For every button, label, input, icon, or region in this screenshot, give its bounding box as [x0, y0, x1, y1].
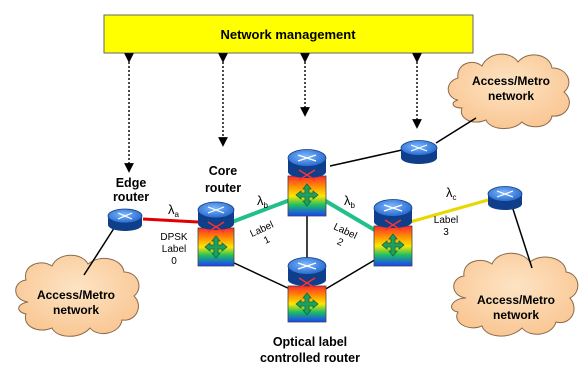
svg-text:λb: λb: [344, 193, 356, 210]
network-links: [83, 117, 533, 291]
lambda-subscript-a: a: [175, 210, 180, 219]
edge-router-label-line2: router: [113, 190, 149, 204]
lambda-subscript-b-right: b: [351, 201, 356, 210]
network-management-title: Network management: [220, 27, 356, 42]
link-core-to-optical-bottom: [231, 261, 293, 291]
lambda-subscript-b-left: b: [264, 201, 269, 210]
svg-text:λb: λb: [257, 193, 269, 210]
switch-arrows-icon: [381, 233, 405, 257]
lambda-symbol: λ: [257, 193, 264, 208]
label-2-line1: Label: [332, 222, 359, 242]
dpsk-label-line3: 0: [171, 256, 177, 267]
lambda-symbol: λ: [344, 193, 351, 208]
edge-router-label-line1: Edge: [116, 176, 147, 190]
switch-arrows-icon: [295, 183, 319, 207]
link-green-optical-to-right: [322, 198, 380, 234]
core-router-label-line1: Core: [209, 164, 238, 178]
label-2: Label 2: [332, 222, 359, 249]
lambda-symbol: λ: [446, 185, 453, 200]
access-router-top-right[interactable]: [400, 140, 438, 165]
link-edge-to-cloud: [83, 221, 119, 276]
access-metro-cloud-top-right: Access/Metro network: [447, 53, 570, 129]
svg-text:λa: λa: [168, 202, 180, 219]
router-arrows-icon: [297, 154, 317, 162]
optical-router-right[interactable]: [373, 199, 413, 267]
link-edge3-to-cloud: [511, 205, 533, 269]
router-arrows-icon: [207, 206, 225, 214]
cross-mark-icon: [298, 277, 316, 289]
switch-arrows-icon: [204, 235, 228, 259]
lambda-subscript-c: c: [453, 193, 457, 202]
router-arrows-icon: [383, 204, 403, 212]
access-metro-cloud-bottom-left: Access/Metro network: [15, 254, 140, 337]
wavelength-b-right: λb: [344, 193, 356, 210]
label-1-line2: 1: [262, 234, 272, 247]
lambda-symbol: λ: [168, 202, 175, 217]
optical-router-top[interactable]: [287, 149, 327, 217]
router-arrows-icon: [496, 190, 514, 198]
link-green-core-to-optical: [231, 198, 291, 224]
optical-router-label-line1: Optical label: [273, 335, 347, 349]
core-router-label-line2: router: [205, 181, 241, 195]
cloud-label-bottom-left-line2: network: [53, 303, 99, 317]
router-arrows-icon: [297, 262, 317, 270]
svg-text:λc: λc: [446, 185, 457, 202]
cloud-label-bottom-right-line2: network: [493, 308, 539, 322]
link-optical-right-to-bottom: [323, 257, 379, 291]
dpsk-label-line2: Label: [162, 244, 186, 255]
access-metro-cloud-bottom-right: Access/Metro network: [451, 252, 579, 337]
link-access-to-cloud: [435, 117, 477, 144]
wavelength-a: λa: [168, 202, 180, 219]
link-dpsk-red: [142, 217, 199, 224]
wavelength-c: λc: [446, 185, 457, 202]
cloud-label-top-right-line2: network: [488, 89, 534, 103]
management-arrows: [124, 53, 422, 173]
cloud-label-top-right-line1: Access/Metro: [472, 74, 550, 88]
core-router[interactable]: [197, 201, 235, 267]
optical-router-bottom[interactable]: [287, 257, 327, 323]
cloud-label-bottom-right-line1: Access/Metro: [477, 293, 555, 307]
wavelength-b-left: λb: [257, 193, 269, 210]
router-arrows-icon: [410, 144, 428, 152]
optical-router-label-line2: controlled router: [260, 351, 360, 365]
router-arrows-icon: [117, 212, 133, 220]
label-3-line1: Label: [434, 215, 458, 226]
label-3-line2: 3: [443, 227, 449, 238]
edge-router-left[interactable]: [107, 208, 143, 231]
cross-mark-icon: [384, 219, 402, 231]
edge-router-right[interactable]: [487, 186, 523, 211]
network-management-box: [103, 14, 474, 54]
link-optical-top-to-access: [329, 149, 403, 167]
label-1: Label 1: [249, 220, 276, 247]
cloud-label-bottom-left-line1: Access/Metro: [37, 288, 115, 302]
cross-mark-icon: [298, 169, 316, 181]
switch-arrows-icon: [295, 292, 319, 316]
link-yellow-right-to-edge: [409, 198, 489, 224]
dpsk-label-line1: DPSK: [160, 232, 188, 243]
cross-mark-icon: [207, 221, 225, 233]
label-2-line2: 2: [335, 236, 345, 249]
